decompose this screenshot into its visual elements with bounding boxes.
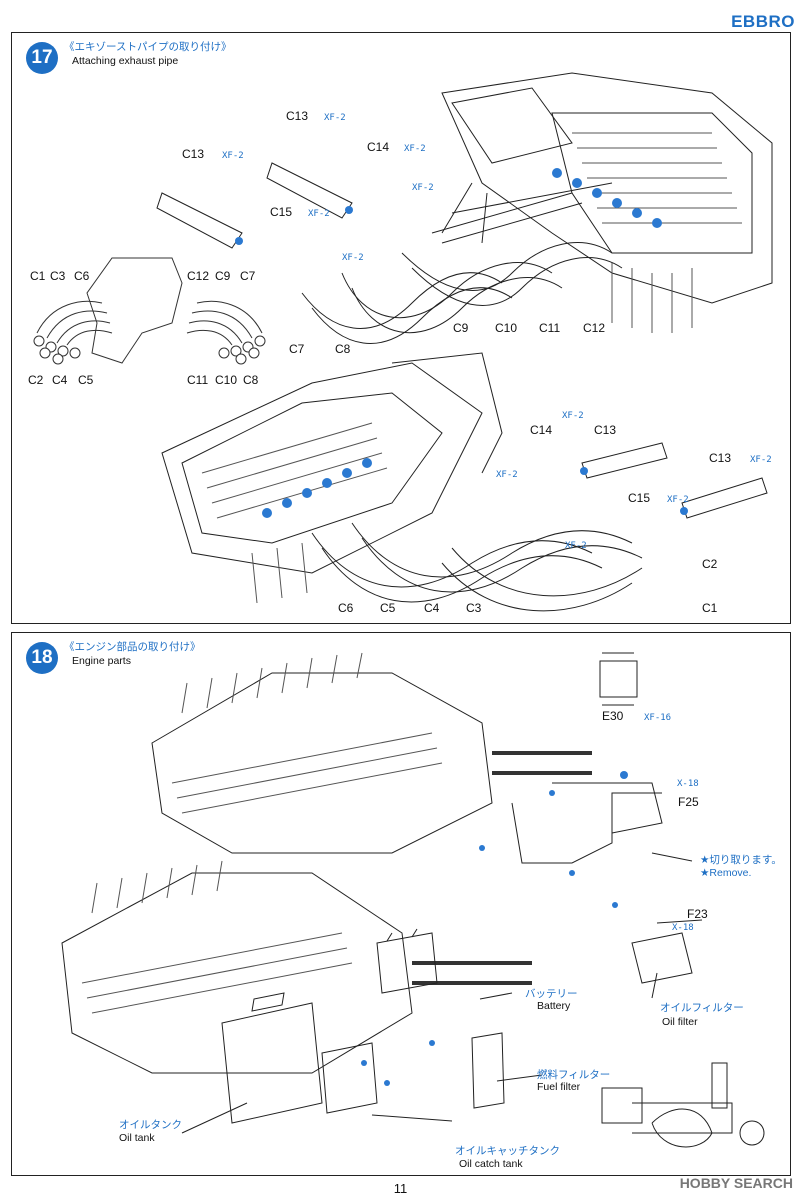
cut-note-en: ★Remove. <box>700 867 752 879</box>
fuel-filter-label-jp: 燃料フィルター <box>537 1069 611 1081</box>
paint-code: XF-2 <box>222 151 244 161</box>
label-c15: C15 <box>270 205 293 219</box>
diagram-label: C2 <box>28 373 44 387</box>
label-c9: C9 <box>453 321 469 335</box>
label-c13: C13 <box>286 109 309 123</box>
catch-tank-label-jp: オイルキャッチタンク <box>455 1145 560 1157</box>
label-c10: C10 <box>495 321 518 335</box>
paint-code: XF-2 <box>496 470 518 480</box>
oil-filter-label-en: Oil filter <box>662 1016 698 1028</box>
diagram-label: C5 <box>78 373 94 387</box>
step-number-badge: 17 <box>26 42 58 74</box>
label-c2: C2 <box>702 557 718 571</box>
exhaust-assembly-illustration <box>86 72 773 612</box>
label-c14: C14 <box>530 423 553 437</box>
watermark-logo: HOBBY SEARCH <box>679 1175 793 1191</box>
step-18-panel: 18 《エンジン部品の取り付け》 Engine parts <box>11 632 791 1176</box>
label-c8: C8 <box>335 342 351 356</box>
label-c15: C15 <box>628 491 651 505</box>
cross-section-pipes <box>33 300 266 365</box>
diagram-label: C11 <box>187 373 209 387</box>
diagram-label: C9 <box>215 269 231 283</box>
page-number: 11 <box>393 1181 408 1196</box>
paint-code: XF-2 <box>324 113 346 123</box>
label-c7: C7 <box>289 342 305 356</box>
diagram-label: C10 <box>215 373 238 387</box>
label-c13: C13 <box>594 423 617 437</box>
paint-code: X-18 <box>677 779 699 789</box>
label-c3: C3 <box>466 601 482 615</box>
fuel-filter-label-en: Fuel filter <box>537 1081 581 1093</box>
step-title-jp: 《エキゾーストパイプの取り付け》 <box>64 41 232 53</box>
step-title-jp: 《エンジン部品の取り付け》 <box>64 641 201 653</box>
oil-tank-label-jp: オイルタンク <box>119 1119 182 1131</box>
paint-code: XF-2 <box>565 541 587 551</box>
label-e30: E30 <box>602 709 624 723</box>
engine-parts-illustration <box>61 652 765 1148</box>
diagram-label: C6 <box>74 269 90 283</box>
brand-logo: EBBRO <box>731 12 795 31</box>
label-c14: C14 <box>367 140 390 154</box>
oil-tank-label-en: Oil tank <box>119 1132 155 1144</box>
paint-code: XF-2 <box>667 495 689 505</box>
battery-label-en: Battery <box>537 1000 571 1012</box>
diagram-label: C8 <box>243 373 259 387</box>
paint-code: XF-2 <box>750 455 772 465</box>
step-17-panel: 17 《エキゾーストパイプの取り付け》 Attaching exhaust pi… <box>11 32 791 624</box>
paint-code: XF-2 <box>308 209 330 219</box>
label-c12: C12 <box>583 321 606 335</box>
paint-code: X-18 <box>672 923 694 933</box>
battery-label-jp: バッテリー <box>525 988 578 1000</box>
label-f25: F25 <box>678 795 699 809</box>
label-f23: F23 <box>687 907 708 921</box>
label-c13: C13 <box>182 147 205 161</box>
diagram-label: C4 <box>52 373 68 387</box>
label-c5: C5 <box>380 601 396 615</box>
paint-code: XF-2 <box>412 183 434 193</box>
step-title-en: Attaching exhaust pipe <box>72 55 179 67</box>
step-title-en: Engine parts <box>72 655 131 667</box>
label-c13: C13 <box>709 451 732 465</box>
diagram-label: C1 <box>30 269 46 283</box>
label-c4: C4 <box>424 601 440 615</box>
label-c1: C1 <box>702 601 718 615</box>
diagram-label: C12 <box>187 269 210 283</box>
paint-code: XF-2 <box>342 253 364 263</box>
paint-code: XF-2 <box>562 411 584 421</box>
diagram-label: C7 <box>240 269 256 283</box>
paint-code: XF-16 <box>644 713 672 723</box>
oil-filter-label-jp: オイルフィルター <box>660 1002 744 1014</box>
cut-note-jp: ★切り取ります。 <box>700 854 782 866</box>
label-c6: C6 <box>338 601 354 615</box>
paint-code: XF-2 <box>404 144 426 154</box>
diagram-label: C3 <box>50 269 66 283</box>
catch-tank-label-en: Oil catch tank <box>459 1158 523 1170</box>
step-number-badge: 18 <box>26 642 58 674</box>
label-c11: C11 <box>539 321 561 335</box>
